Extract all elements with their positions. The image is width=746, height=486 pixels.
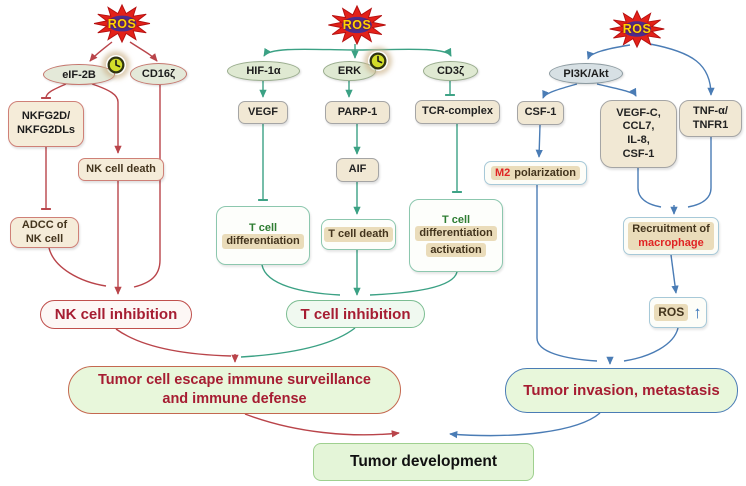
tcell-label: T cell bbox=[441, 213, 471, 226]
node-cd3: CD3ζ bbox=[423, 61, 478, 81]
node-hif1a: HIF-1α bbox=[227, 61, 300, 81]
up-arrow-icon: ↑ bbox=[693, 303, 702, 322]
ros-starburst-right: ROS bbox=[606, 9, 668, 49]
differentiation-label: differentiation bbox=[222, 234, 304, 249]
node-tcell-differentiation: T cell differentiation bbox=[216, 206, 310, 265]
node-vegfc-group: VEGF-C, CCL7, IL-8, CSF-1 bbox=[600, 100, 677, 168]
ros-label: ROS bbox=[342, 18, 372, 32]
node-ros-up: ROS ↑ bbox=[649, 297, 707, 328]
node-tcr-complex: TCR-complex bbox=[415, 100, 500, 124]
ros-starburst-middle: ROS bbox=[324, 4, 390, 46]
node-tumor-development: Tumor development bbox=[313, 443, 534, 481]
node-aif: AIF bbox=[336, 158, 379, 182]
clock-icon bbox=[106, 55, 126, 75]
node-tcell-death: T cell death bbox=[321, 219, 396, 250]
ros-strip: ROS bbox=[654, 304, 689, 321]
tcell-death-label: T cell death bbox=[324, 227, 393, 242]
node-nk-inhibition: NK cell inhibition bbox=[40, 300, 192, 329]
node-eif2b: eIF-2B bbox=[43, 64, 115, 85]
differentiation-label: differentiation bbox=[415, 225, 497, 241]
macrophage-label: macrophage bbox=[638, 237, 704, 249]
ros-starburst-left: ROS bbox=[92, 3, 152, 44]
node-adcc: ADCC of NK cell bbox=[10, 217, 79, 248]
node-cd16: CD16ζ bbox=[130, 63, 187, 85]
node-csf1: CSF-1 bbox=[517, 101, 564, 125]
node-tcell-differentiation-activation: T cell differentiation activation bbox=[409, 199, 503, 272]
tcell-label: T cell bbox=[248, 222, 278, 235]
node-tumor-escape: Tumor cell escape immune surveillance an… bbox=[68, 366, 401, 414]
recruitment-strip: Recruitment of macrophage bbox=[628, 221, 714, 251]
ros-label: ROS bbox=[622, 22, 652, 36]
activation-label: activation bbox=[426, 242, 486, 258]
node-tnf: TNF-α/ TNFR1 bbox=[679, 100, 742, 137]
node-recruitment-macrophage: Recruitment of macrophage bbox=[623, 217, 719, 255]
node-parp1: PARP-1 bbox=[325, 101, 390, 124]
ros-label: ROS bbox=[107, 16, 137, 31]
m2-label: M2 bbox=[494, 166, 511, 179]
recruitment-label: Recruitment of bbox=[632, 222, 710, 235]
node-vegf: VEGF bbox=[238, 101, 288, 124]
node-tumor-invasion: Tumor invasion, metastasis bbox=[505, 368, 738, 413]
clock-icon bbox=[368, 51, 388, 71]
node-erk: ERK bbox=[323, 61, 376, 81]
node-nk-cell-death: NK cell death bbox=[78, 158, 164, 181]
node-nkfg2d: NKFG2D/ NKFG2DLs bbox=[8, 101, 84, 147]
node-t-inhibition: T cell inhibition bbox=[286, 300, 425, 328]
polarization-label: polarization bbox=[514, 166, 576, 179]
node-pi3k-akt: PI3K/Akt bbox=[549, 63, 623, 84]
